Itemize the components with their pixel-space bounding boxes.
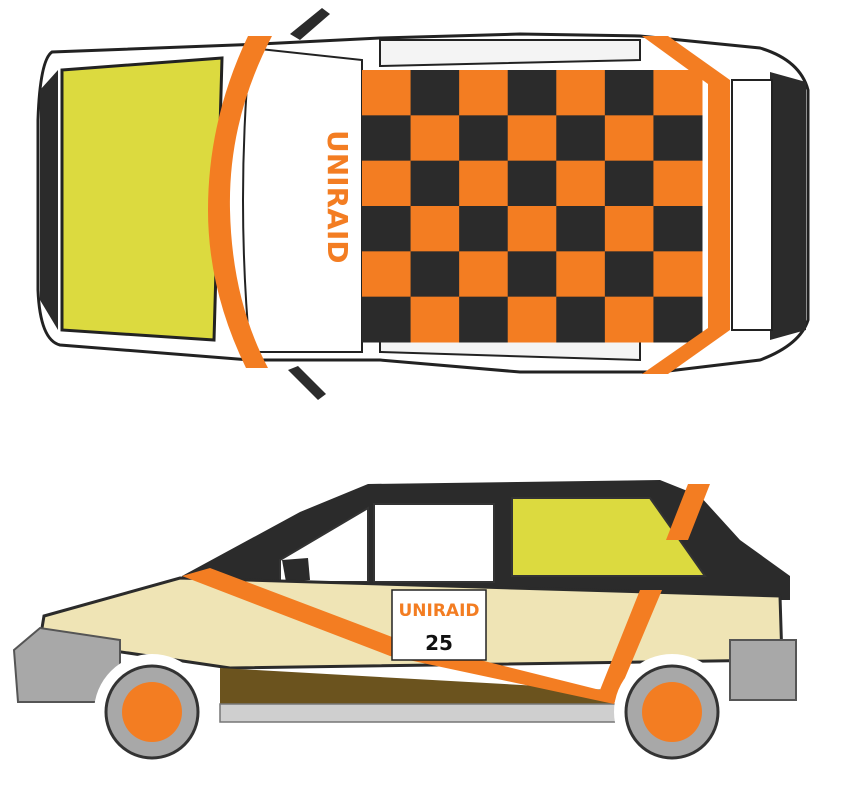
top-rear-edge bbox=[770, 72, 806, 340]
checker-square bbox=[604, 70, 654, 116]
side-rocker-panel bbox=[219, 703, 621, 723]
rear-wheel bbox=[614, 654, 730, 770]
checker-square bbox=[653, 251, 703, 298]
checker-square bbox=[556, 296, 606, 343]
checker-square bbox=[459, 160, 509, 207]
side-rear-window bbox=[511, 497, 707, 577]
checker-square bbox=[410, 115, 460, 162]
side-door-logo: UNIRAID bbox=[398, 601, 479, 621]
checker-square bbox=[604, 251, 654, 298]
checker-square bbox=[653, 70, 703, 116]
checker-square bbox=[459, 115, 509, 162]
checker-square bbox=[604, 296, 654, 343]
checker-square bbox=[362, 115, 412, 162]
top-checkered-roof bbox=[362, 70, 703, 343]
checker-square bbox=[507, 115, 557, 162]
side-mirror bbox=[282, 558, 310, 582]
checker-square bbox=[362, 296, 412, 343]
top-mirror-lower bbox=[288, 366, 326, 400]
checker-square bbox=[459, 206, 509, 252]
checker-square bbox=[410, 296, 460, 343]
checker-square bbox=[604, 206, 654, 252]
checker-square bbox=[362, 160, 412, 207]
checker-square bbox=[604, 160, 654, 207]
checker-square bbox=[507, 296, 557, 343]
side-mid-window bbox=[373, 503, 495, 583]
checker-square bbox=[507, 206, 557, 252]
side-stripe-upper bbox=[182, 568, 662, 704]
checker-square bbox=[459, 70, 509, 116]
checker-square bbox=[653, 296, 703, 343]
side-rear-bumper bbox=[729, 639, 797, 701]
top-rear-stripe bbox=[642, 36, 730, 374]
top-side-skirt-upper bbox=[379, 39, 641, 68]
side-brown-sill bbox=[220, 668, 612, 706]
checker-square bbox=[410, 160, 460, 207]
checker-square bbox=[556, 70, 606, 116]
top-front-edge bbox=[40, 70, 58, 330]
checker-square bbox=[362, 70, 412, 116]
checker-square bbox=[556, 115, 606, 162]
checker-square bbox=[507, 160, 557, 207]
top-hood-panel bbox=[60, 56, 224, 342]
checker-square bbox=[507, 70, 557, 116]
checker-square bbox=[410, 206, 460, 252]
side-stripe-rear bbox=[666, 484, 710, 540]
checker-square bbox=[653, 115, 703, 162]
side-race-plate bbox=[391, 589, 487, 661]
checker-square bbox=[556, 160, 606, 207]
checker-square bbox=[459, 251, 509, 298]
checker-square bbox=[410, 70, 460, 116]
top-front-stripe bbox=[208, 36, 272, 368]
car-top-view: UNIRAID bbox=[36, 8, 810, 400]
checker-square bbox=[653, 160, 703, 207]
checker-square bbox=[604, 115, 654, 162]
checker-square bbox=[459, 296, 509, 343]
top-rear-light bbox=[731, 79, 773, 331]
checker-square bbox=[556, 206, 606, 252]
checker-square bbox=[410, 251, 460, 298]
checker-square bbox=[653, 206, 703, 252]
top-roof-logo: UNIRAID bbox=[321, 130, 354, 263]
checker-square bbox=[362, 206, 412, 252]
top-mirror-upper bbox=[290, 8, 330, 40]
checker-square bbox=[362, 251, 412, 298]
front-wheel bbox=[94, 654, 210, 770]
checker-square bbox=[507, 251, 557, 298]
race-number: 25 bbox=[425, 631, 453, 655]
car-side-view: UNIRAID 25 bbox=[12, 480, 797, 770]
checker-square bbox=[556, 251, 606, 298]
